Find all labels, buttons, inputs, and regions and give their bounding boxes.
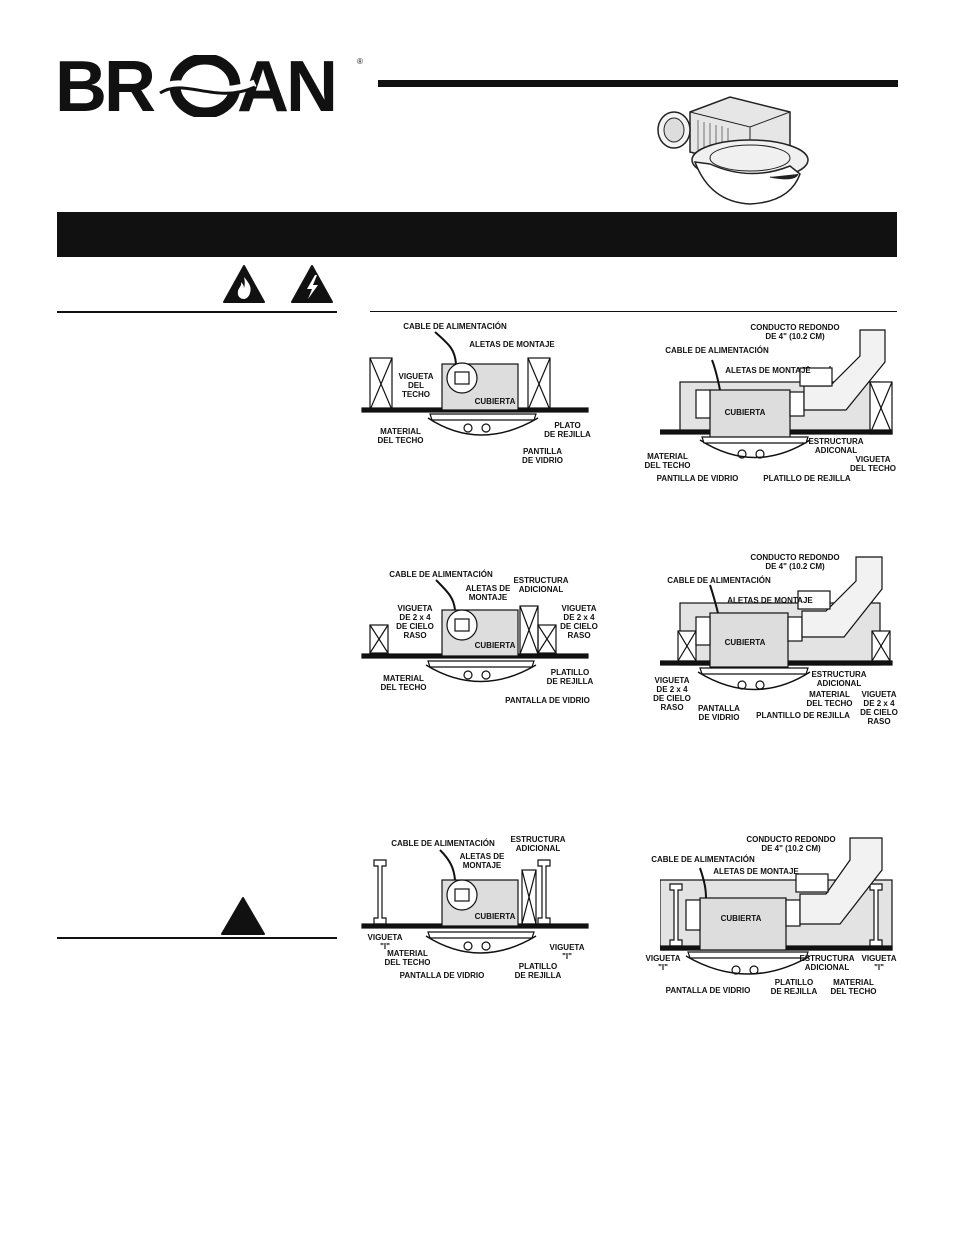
d4-ceiling-label: MATERIAL DEL TECHO: [806, 690, 853, 708]
d3-joist-left-label: VIGUETA DE 2 x 4 DE CIELO RASO: [396, 604, 434, 640]
d6-ceiling-label: MATERIAL DEL TECHO: [830, 978, 877, 996]
d3-grille-plate-label: PLATILLO DE REJILLA: [546, 668, 594, 686]
d2-mounting-tabs-label: ALETAS DE MONTAJE: [725, 366, 811, 375]
diagram-6-i-joist-ducted-install: [660, 837, 893, 975]
d4-extra-structure-label: ESTRUCTURA ADICIONAL: [811, 670, 867, 688]
registered-mark: ®: [357, 57, 363, 66]
d1-housing-label: CUBIERTA: [474, 397, 516, 406]
d1-ceiling-label: MATERIAL DEL TECHO: [377, 427, 424, 445]
fire-hazard-icon: [223, 265, 265, 303]
d3-glass-shade-label: PANTALLA DE VIDRIO: [505, 696, 590, 705]
d4-glass-shade-label: PANTALLA DE VIDRIO: [698, 704, 740, 722]
title-banner: [57, 212, 897, 257]
electric-shock-icon: [291, 265, 333, 303]
d5-housing-label: CUBIERTA: [474, 912, 516, 921]
d4-housing-label: CUBIERTA: [724, 638, 766, 647]
d2-ceiling-label: MATERIAL DEL TECHO: [644, 452, 691, 470]
d5-extra-structure-label: ESTRUCTURA ADICIONAL: [510, 835, 566, 853]
caution-triangle-icon: [221, 897, 265, 935]
d2-power-cable-label: CABLE DE ALIMENTACIÓN: [665, 346, 769, 355]
d2-extra-structure-label: ESTRUCTURA ADICONAL: [808, 437, 864, 455]
broan-logo-mark: BR AN: [55, 47, 338, 127]
d6-duct-label: CONDUCTO REDONDO DE 4" (10.2 CM): [746, 835, 836, 853]
d2-joist-label: VIGUETA DEL TECHO: [849, 455, 897, 473]
d2-grille-plate-label: PLATILLO DE REJILLA: [763, 474, 851, 483]
d6-joist-right-label: VIGUETA "I": [861, 954, 897, 972]
diagram-3-2x4-install: [361, 579, 589, 683]
d3-mounting-tabs-label: ALETAS DE MONTAJE: [465, 584, 511, 602]
diagram-4-2x4-ducted-install: [660, 556, 893, 691]
d5-ceiling-label: MATERIAL DEL TECHO: [384, 949, 431, 967]
d5-glass-shade-label: PANTALLA DE VIDRIO: [399, 971, 485, 980]
d6-joist-left-label: VIGUETA "I": [645, 954, 681, 972]
d6-housing-label: CUBIERTA: [720, 914, 762, 923]
diagram-5-i-joist-install: [361, 849, 589, 954]
d2-glass-shade-label: PANTILLA DE VIDRIO: [656, 474, 739, 483]
d3-extra-structure-label: ESTRUCTURA ADICIONAL: [513, 576, 569, 594]
d4-power-cable-label: CABLE DE ALIMENTACIÓN: [667, 576, 771, 585]
broan-logo: BR AN: [55, 47, 365, 127]
fan-product-illustration: [657, 96, 809, 205]
d4-duct-label: CONDUCTO REDONDO DE 4" (10.2 CM): [750, 553, 840, 571]
d6-mounting-tabs-label: ALETAS DE MONTAJE: [713, 867, 799, 876]
header-rule: [378, 80, 898, 87]
d6-grille-plate-label: PLATILLO DE REJILLA: [770, 978, 818, 996]
d1-joist-label: VIGUETA DEL TECHO: [398, 372, 434, 399]
d5-grille-plate-label: PLATILLO DE REJILLA: [514, 962, 562, 980]
d4-joist-right-label: VIGUETA DE 2 x 4 DE CIELO RASO: [860, 690, 898, 726]
d5-joist-right-label: VIGUETA "I": [549, 943, 585, 961]
d3-ceiling-label: MATERIAL DEL TECHO: [380, 674, 427, 692]
svg-text:BR: BR: [55, 55, 155, 117]
d3-joist-right-label: VIGUETA DE 2 x 4 DE CIELO RASO: [560, 604, 598, 640]
d3-housing-label: CUBIERTA: [474, 641, 516, 650]
d6-glass-shade-label: PANTALLA DE VIDRIO: [665, 986, 751, 995]
d1-grille-plate-label: PLATO DE REJILLA: [544, 421, 591, 439]
d1-glass-shade-label: PANTILLA DE VIDRIO: [522, 447, 563, 465]
d2-duct-label: CONDUCTO REDONDO DE 4" (10.2 CM): [750, 323, 840, 341]
caution-rule: [57, 937, 337, 939]
d5-mounting-tabs-label: ALETAS DE MONTAJE: [459, 852, 505, 870]
d5-joist-left-label: VIGUETA "I": [367, 933, 403, 951]
diagram-1-joist-install: [361, 331, 589, 436]
d6-extra-structure-label: ESTRUCTURA ADICIONAL: [799, 954, 855, 972]
d6-power-cable-label: CABLE DE ALIMENTACIÓN: [651, 855, 755, 864]
d5-power-cable-label: CABLE DE ALIMENTACIÓN: [391, 839, 495, 848]
d1-power-cable-label: CABLE DE ALIMENTACIÓN: [403, 322, 507, 331]
left-section-rule: [57, 311, 337, 313]
d4-joist-left-label: VIGUETA DE 2 x 4 DE CIELO RASO: [653, 676, 691, 712]
d1-mounting-tabs-label: ALETAS DE MONTAJE: [469, 340, 555, 349]
d2-housing-label: CUBIERTA: [724, 408, 766, 417]
d4-mounting-tabs-label: ALETAS DE MONTAJE: [727, 596, 813, 605]
d3-power-cable-label: CABLE DE ALIMENTACIÓN: [389, 570, 493, 579]
d4-grille-plate-label: PLANTILLO DE REJILLA: [756, 711, 850, 720]
right-section-rule: [370, 311, 897, 312]
diagram-2-ducted-install: [660, 329, 893, 459]
